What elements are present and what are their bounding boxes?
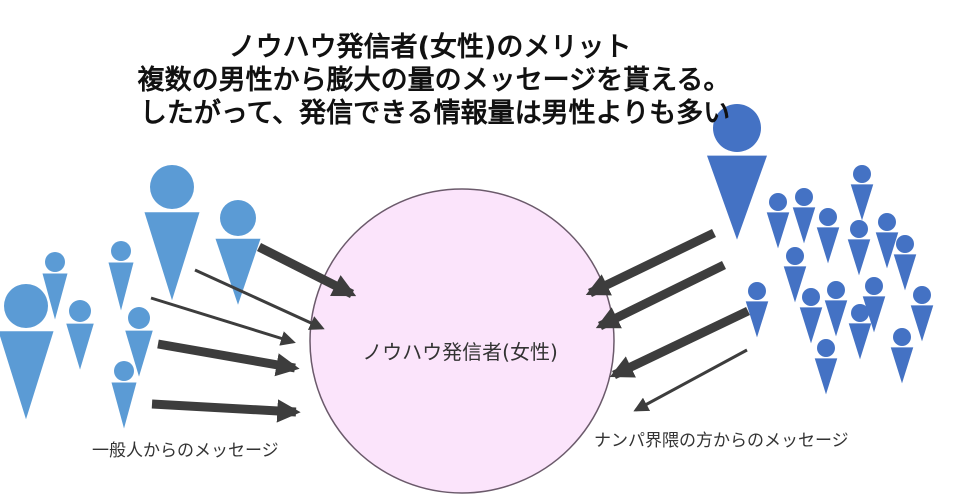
- person-icon: [799, 288, 823, 344]
- title-line-2: 複数の男性から膨大の量のメッセージを貰える。: [137, 65, 731, 96]
- person-icon: [824, 281, 848, 337]
- person-icon: [890, 328, 914, 384]
- message-arrow: [150, 296, 296, 346]
- person-icon: [848, 304, 872, 360]
- person-icon: [792, 188, 816, 244]
- title-line-3: したがって、発信できる情報量は男性よりも多い: [139, 98, 731, 129]
- message-arrow: [633, 348, 748, 412]
- person-icon: [910, 286, 934, 342]
- person-icon: [66, 300, 94, 370]
- caption-right: ナンパ界隈の方からのメッセージ: [594, 431, 849, 451]
- person-icon: [125, 307, 153, 377]
- person-icon: [850, 165, 874, 221]
- message-arrow: [157, 339, 300, 377]
- person-icon: [215, 200, 261, 305]
- person-icon: [766, 193, 790, 249]
- caption-left: 一般人からのメッセージ: [92, 441, 279, 461]
- message-arrow: [595, 260, 726, 331]
- person-icon: [707, 104, 767, 240]
- person-icon: [745, 282, 769, 338]
- person-icon: [783, 247, 807, 303]
- right-arrows-group: [585, 228, 750, 412]
- person-icon: [111, 361, 137, 429]
- person-icon: [816, 208, 840, 264]
- person-icon: [893, 235, 917, 291]
- center-label: ノウハウ発信者(女性): [362, 340, 558, 364]
- person-icon: [0, 284, 54, 420]
- message-arrow: [585, 228, 716, 298]
- title-line-1: ノウハウ発信者(女性)のメリット: [228, 32, 632, 63]
- person-icon: [875, 213, 899, 269]
- message-arrow: [151, 399, 301, 423]
- right-people-group: [707, 104, 934, 395]
- message-arrow: [256, 242, 357, 299]
- message-arrow: [609, 306, 750, 380]
- person-icon: [847, 220, 871, 276]
- person-icon: [108, 241, 134, 311]
- message-arrow: [194, 268, 325, 330]
- left-arrows-group: [150, 242, 357, 423]
- person-icon: [862, 277, 886, 333]
- person-icon: [814, 339, 838, 395]
- person-icon: [144, 165, 200, 301]
- person-icon: [42, 252, 68, 320]
- left-people-group: [0, 165, 261, 429]
- center-circle: [309, 188, 615, 494]
